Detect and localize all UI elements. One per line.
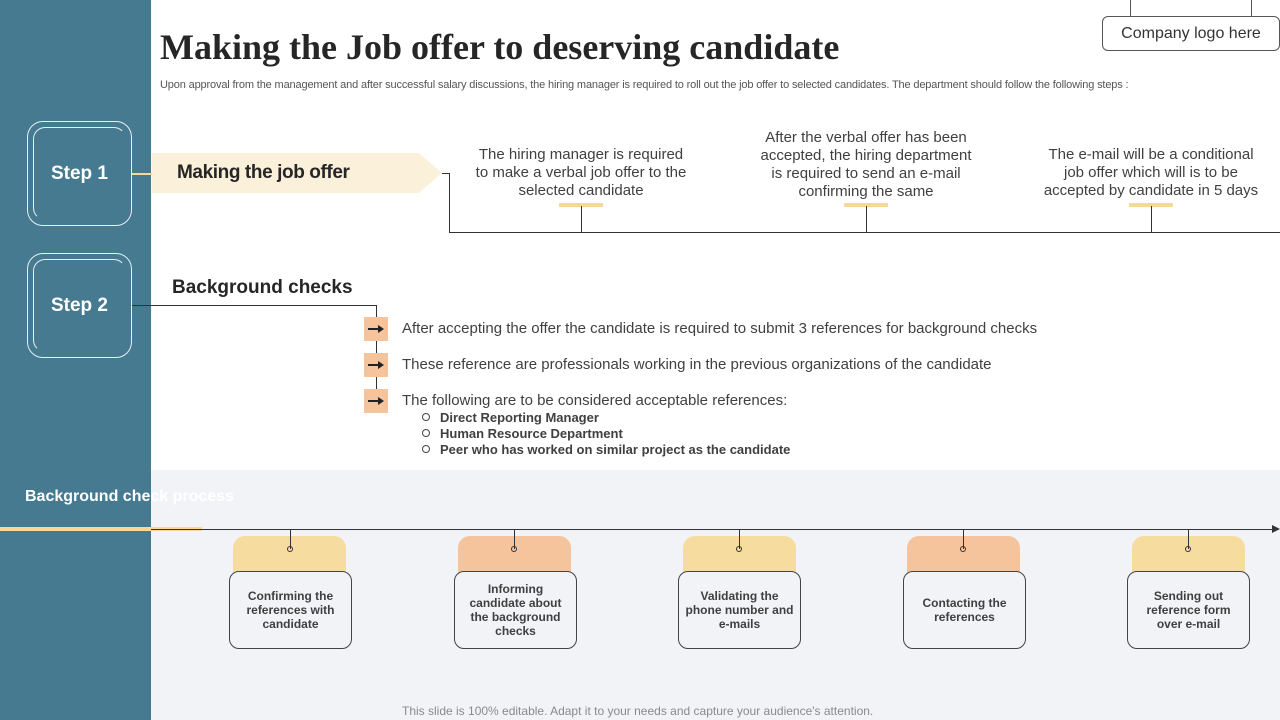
- check-point-1: After accepting the offer the candidate …: [402, 320, 1038, 337]
- sidebar-panel: [0, 0, 151, 720]
- offer-item-1-accent: [559, 203, 603, 207]
- step-1-badge-inner: [33, 127, 126, 220]
- logo-connector-right: [1251, 0, 1252, 16]
- process-step-card: Validating the phone number and e-mails: [678, 571, 801, 649]
- step-2-connector: [132, 305, 377, 306]
- process-node-icon: [960, 546, 966, 552]
- timeline-arrowhead-icon: [1272, 525, 1280, 533]
- step-1-connector: [132, 173, 152, 175]
- reference-label: Direct Reporting Manager: [440, 410, 599, 425]
- logo-connector-left: [1130, 0, 1131, 16]
- step-2-label: Step 2: [50, 294, 109, 316]
- reference-item: Direct Reporting Manager: [422, 410, 599, 425]
- circle-bullet-icon: [422, 429, 430, 437]
- step-1-label: Step 1: [50, 162, 109, 184]
- offer-item-1-connector: [581, 206, 582, 233]
- process-label: Background check process: [25, 488, 234, 505]
- offer-item-3-connector: [1151, 206, 1152, 233]
- offer-item-2-connector: [866, 206, 867, 233]
- circle-bullet-icon: [422, 445, 430, 453]
- arrow-icon: [364, 389, 388, 413]
- step-2-heading: Background checks: [172, 277, 353, 298]
- process-tab: [233, 536, 346, 576]
- offer-branch-stub: [442, 173, 450, 174]
- reference-item: Human Resource Department: [422, 426, 623, 441]
- page-title: Making the Job offer to deserving candid…: [160, 27, 840, 67]
- offer-item-1: The hiring manager is required to make a…: [475, 146, 687, 199]
- process-connector: [1188, 530, 1189, 549]
- process-connector: [739, 530, 740, 549]
- process-connector: [963, 530, 964, 549]
- check-point-3: The following are to be considered accep…: [402, 392, 788, 409]
- process-node-icon: [511, 546, 517, 552]
- process-step-card: Informing candidate about the background…: [454, 571, 577, 649]
- process-connector: [514, 530, 515, 549]
- process-step-card: Sending out reference form over e-mail: [1127, 571, 1250, 649]
- offer-item-2: After the verbal offer has been accepted…: [760, 129, 972, 200]
- step-1-heading: Making the job offer: [152, 153, 442, 193]
- footer-note: This slide is 100% editable. Adapt it to…: [402, 704, 874, 718]
- reference-label: Peer who has worked on similar project a…: [440, 442, 791, 457]
- reference-label: Human Resource Department: [440, 426, 623, 441]
- process-node-icon: [1185, 546, 1191, 552]
- offer-branch-vertical: [449, 173, 450, 233]
- page-subtitle: Upon approval from the management and af…: [160, 79, 1129, 91]
- process-step-card: Confirming the references with candidate: [229, 571, 352, 649]
- circle-bullet-icon: [422, 413, 430, 421]
- process-accent-bar: [0, 527, 202, 531]
- process-node-icon: [287, 546, 293, 552]
- offer-item-3-accent: [1129, 203, 1173, 207]
- step-1-badge: Step 1: [27, 121, 132, 226]
- reference-item: Peer who has worked on similar project a…: [422, 442, 790, 457]
- offer-item-3: The e-mail will be a conditional job off…: [1043, 146, 1259, 199]
- company-logo-placeholder: Company logo here: [1102, 16, 1280, 51]
- process-timeline: [151, 529, 1273, 530]
- offer-item-2-accent: [844, 203, 888, 207]
- offer-branch-horizontal: [449, 232, 1280, 233]
- process-node-icon: [736, 546, 742, 552]
- arrow-icon: [364, 317, 388, 341]
- step-2-badge-inner: [33, 259, 126, 352]
- check-point-2: These reference are professionals workin…: [402, 356, 992, 373]
- process-connector: [290, 530, 291, 549]
- process-step-card: Contacting the references: [903, 571, 1026, 649]
- step-2-badge: Step 2: [27, 253, 132, 358]
- arrow-icon: [364, 353, 388, 377]
